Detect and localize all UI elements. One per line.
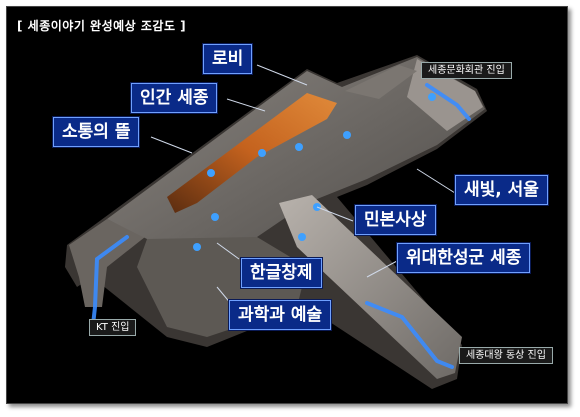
zone-label-communication-garden: 소통의 뜰 [53,117,140,147]
visitor-path [91,83,471,369]
entrance-sejong-center: 세종문화회관 진입 [421,62,512,79]
zone-label-lobby: 로비 [203,44,253,74]
zone-label-hangul: 한글창제 [241,258,322,288]
zone-label-human-sejong: 인간 세종 [131,83,218,113]
page-title: [ 세종이야기 완성예상 조감도 ] [17,19,187,33]
diagram-frame: [ 세종이야기 완성예상 조감도 ] 로비 인간 세종 소통의 뜰 새빛, 서울… [6,6,568,404]
floor-plan [65,55,487,389]
zone-label-great-king-sejong: 위대한성군 세종 [397,243,531,273]
zone-label-saebit-seoul: 새빛, 서울 [455,175,548,205]
zone-label-minbon: 민본사상 [355,205,436,235]
entrance-statue: 세종대왕 동상 진입 [459,347,553,364]
info-points [193,93,436,251]
entrance-kt: KT 진입 [89,319,137,336]
zone-label-science-art: 과학과 예술 [229,300,332,330]
